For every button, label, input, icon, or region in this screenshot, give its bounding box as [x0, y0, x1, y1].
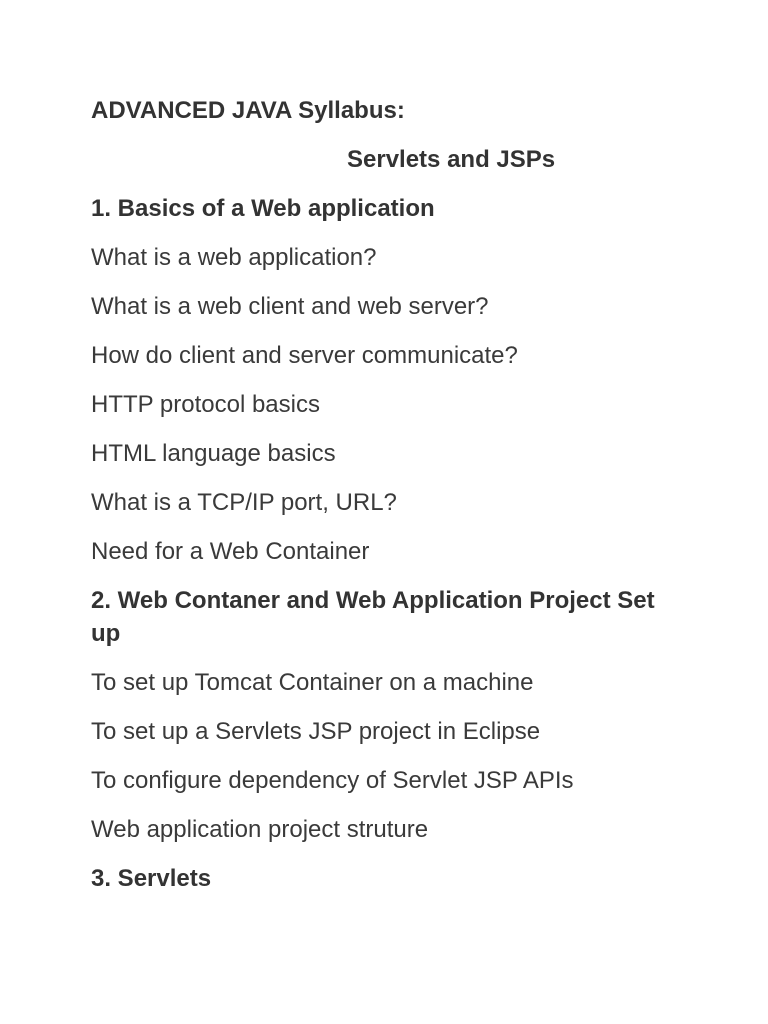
text-line: 1. Basics of a Web application — [91, 195, 435, 222]
topic-1-7: Need for a Web Container — [91, 535, 680, 568]
section-2-heading: 2. Web Contaner and Web Application Proj… — [91, 584, 680, 650]
text-line: HTML language basics — [91, 440, 336, 467]
text-line: HTTP protocol basics — [91, 391, 320, 418]
text-line: How do client and server communicate? — [91, 342, 518, 369]
topic-1-4: HTTP protocol basics — [91, 388, 680, 421]
doc-title: ADVANCED JAVA Syllabus: — [91, 94, 680, 127]
text-line: ADVANCED JAVA Syllabus: — [91, 97, 405, 124]
text-line: Web application project struture — [91, 816, 429, 843]
text-line: What is a TCP/IP port, URL? — [91, 489, 397, 516]
text-line: What is a web client and web server? — [91, 293, 489, 320]
text-line: What is a web application? — [91, 244, 377, 271]
text-line: To set up Tomcat Container on a machine — [91, 669, 534, 696]
topic-2-3: To configure dependency of Servlet JSP A… — [91, 764, 680, 797]
topic-2-4: Web application project struture — [91, 813, 680, 846]
document-content: ADVANCED JAVA Syllabus: Servlets and JSPs… — [91, 94, 680, 895]
text-line: 2. Web Contaner and Web Application Proj… — [91, 587, 655, 614]
section-3-heading: 3. Servlets — [91, 862, 680, 895]
topic-1-2: What is a web client and web server? — [91, 290, 680, 323]
text-line: Need for a Web Container — [91, 538, 370, 565]
doc-subtitle: Servlets and JSPs — [91, 143, 680, 176]
text-line: To set up a Servlets JSP project in Ecli… — [91, 718, 541, 745]
text-line: 3. Servlets — [91, 865, 212, 892]
text-line: To configure dependency of Servlet JSP A… — [91, 767, 574, 794]
topic-1-1: What is a web application? — [91, 241, 680, 274]
topic-2-2: To set up a Servlets JSP project in Ecli… — [91, 715, 680, 748]
text-line: up — [91, 620, 121, 647]
topic-2-1: To set up Tomcat Container on a machine — [91, 666, 680, 699]
topic-1-3: How do client and server communicate? — [91, 339, 680, 372]
topic-1-5: HTML language basics — [91, 437, 680, 470]
section-1-heading: 1. Basics of a Web application — [91, 192, 680, 225]
text-line: Servlets and JSPs — [347, 146, 556, 173]
topic-1-6: What is a TCP/IP port, URL? — [91, 486, 680, 519]
